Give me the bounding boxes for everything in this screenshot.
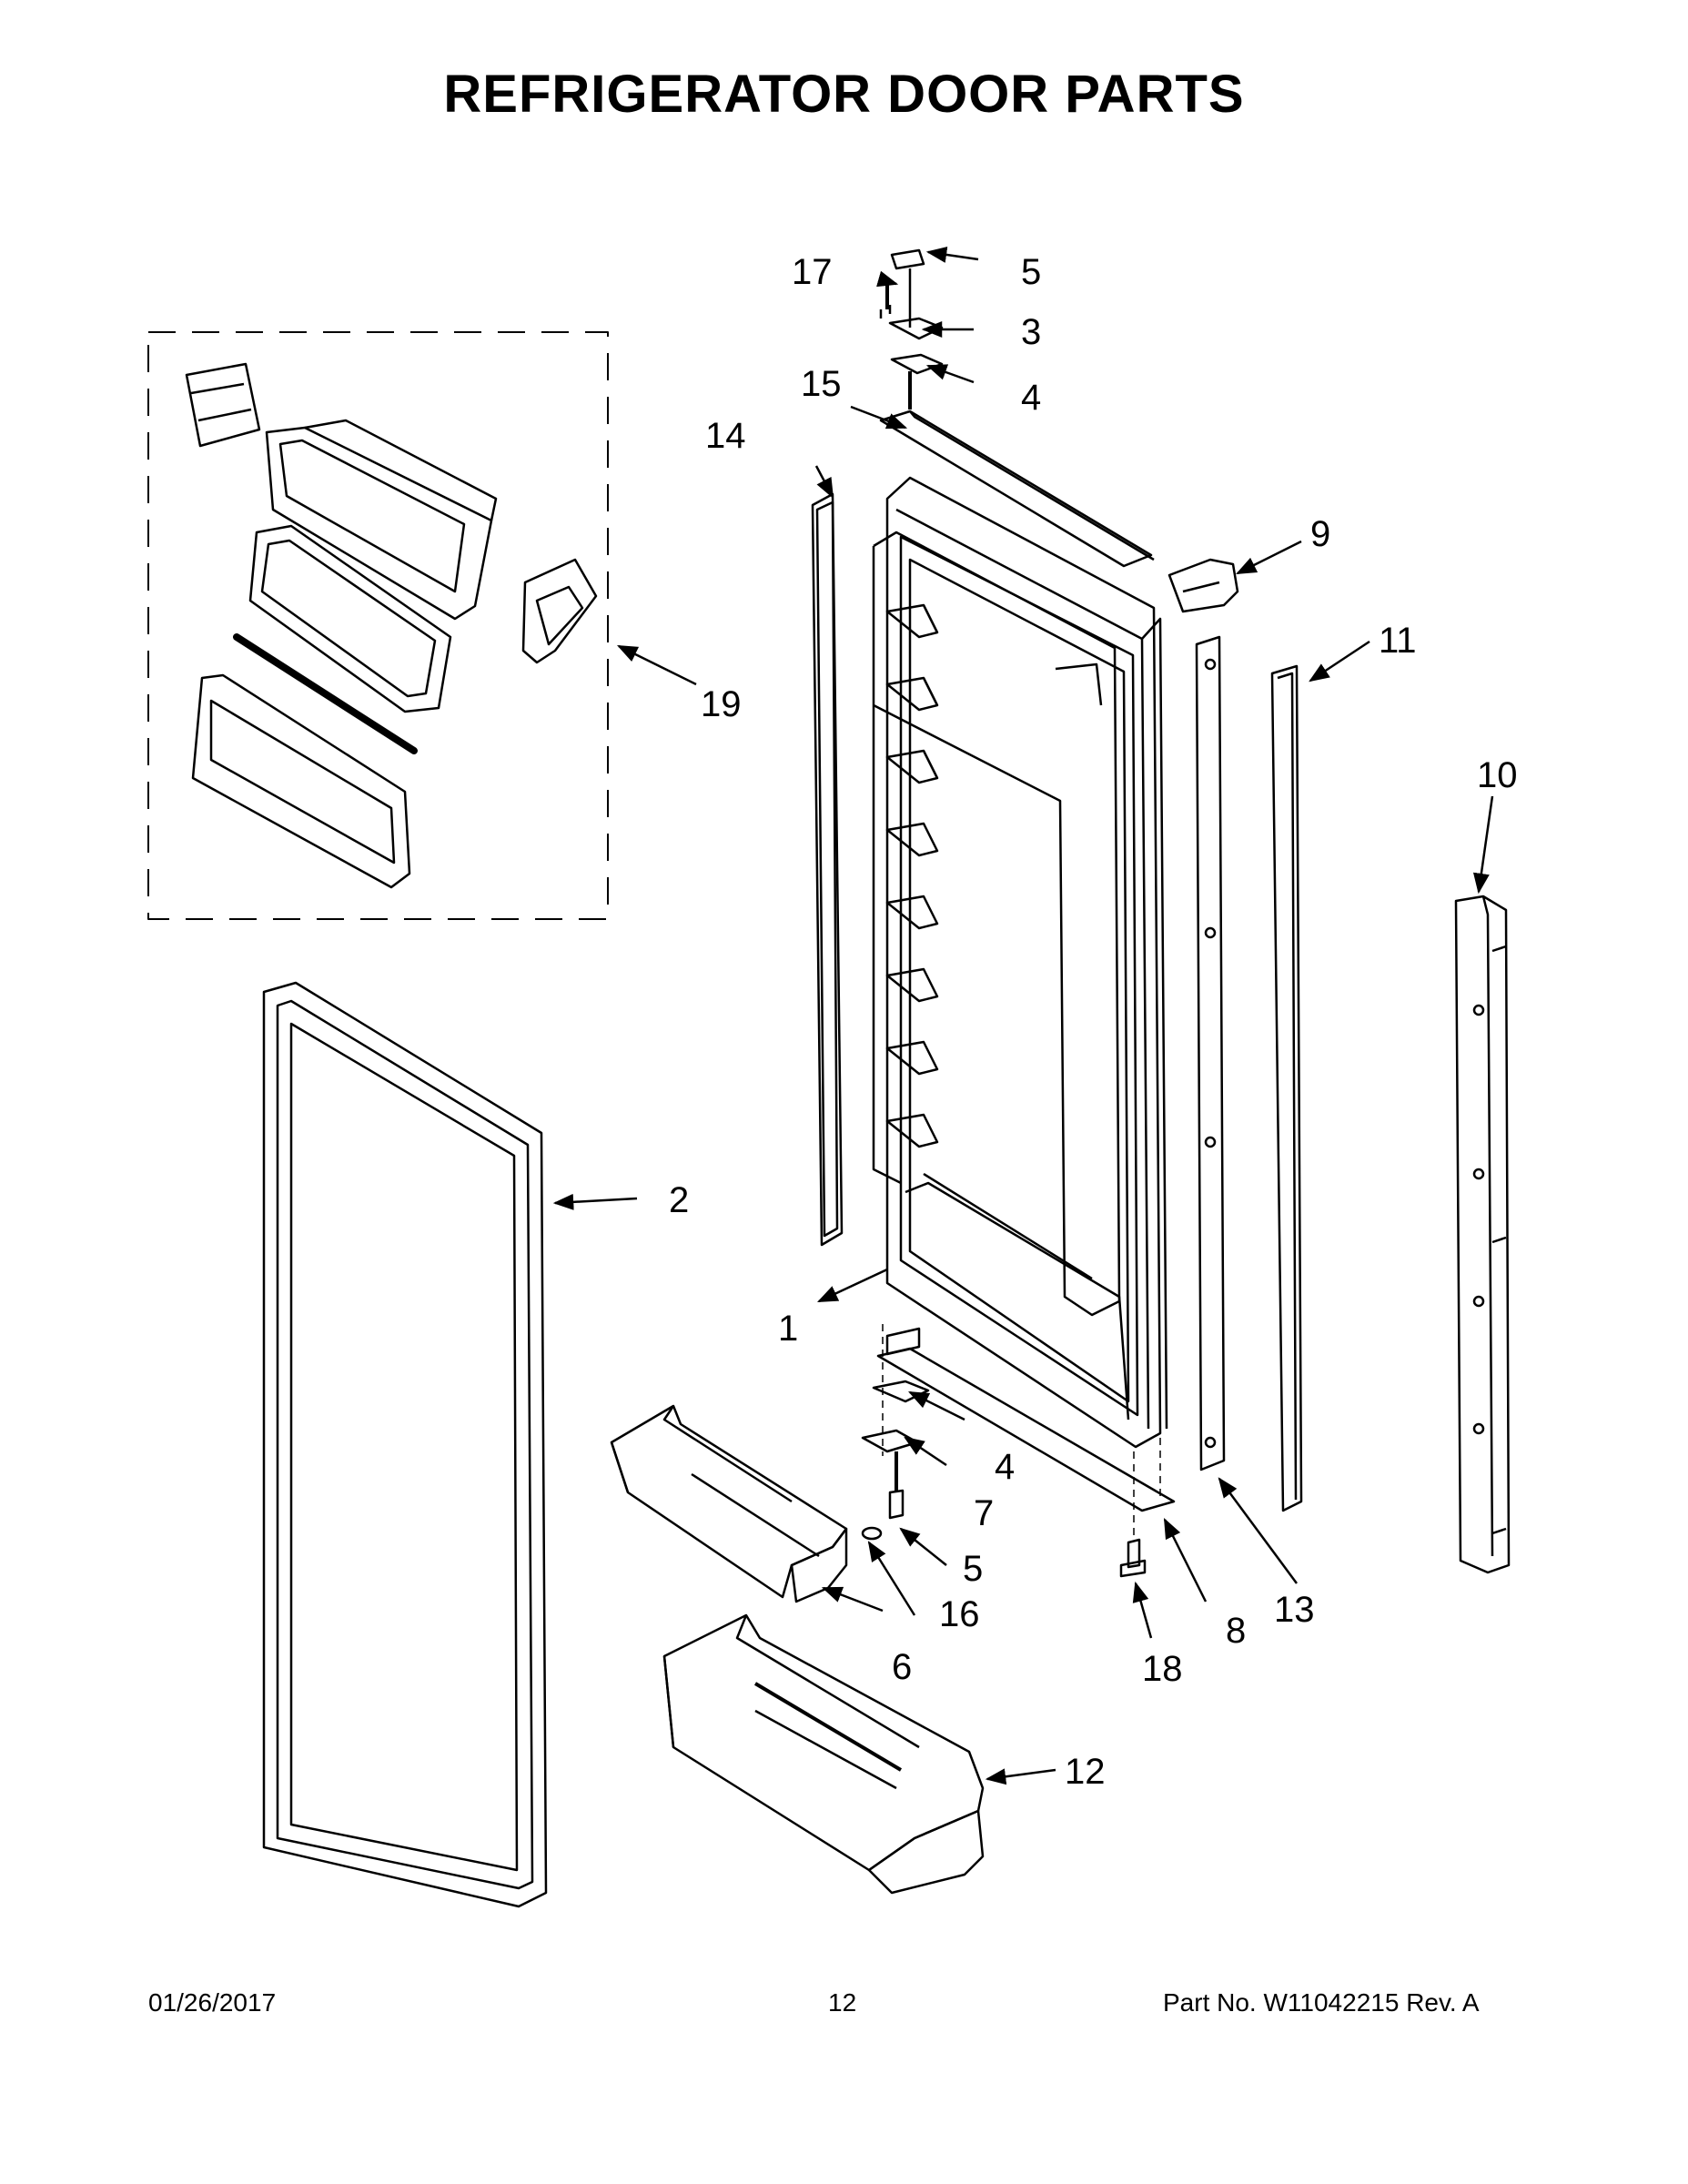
page-title: REFRIGERATOR DOOR PARTS bbox=[443, 65, 1245, 124]
callout-arrows bbox=[552, 247, 1494, 1785]
hinge-cover-9 bbox=[1167, 558, 1239, 613]
callout-17: 17 bbox=[792, 252, 833, 292]
callout-3: 3 bbox=[1021, 312, 1041, 352]
crisper-bin-assembly bbox=[185, 362, 598, 889]
callout-9: 9 bbox=[1310, 514, 1330, 554]
top-cap bbox=[879, 410, 1155, 568]
callout-2: 2 bbox=[669, 1180, 689, 1220]
callout-1: 1 bbox=[778, 1309, 798, 1349]
callout-5-upper: 5 bbox=[1021, 252, 1041, 292]
callout-4-lower: 4 bbox=[995, 1447, 1015, 1487]
assembly-19-dashed-box bbox=[147, 331, 609, 920]
callout-4-upper: 4 bbox=[1021, 378, 1041, 418]
door-liner bbox=[872, 476, 1168, 1449]
door-gasket bbox=[262, 981, 548, 1908]
callout-5-lower: 5 bbox=[963, 1549, 983, 1589]
door-bin-6 bbox=[610, 1404, 848, 1603]
door-trim-11 bbox=[1270, 664, 1303, 1512]
callout-7: 7 bbox=[974, 1493, 994, 1533]
screw-18 bbox=[1119, 1438, 1161, 1578]
callout-6: 6 bbox=[892, 1647, 912, 1687]
footer-date: 01/26/2017 bbox=[148, 1988, 277, 2017]
callout-16: 16 bbox=[939, 1594, 980, 1634]
callout-13: 13 bbox=[1274, 1590, 1315, 1630]
bottom-cap bbox=[876, 1347, 1176, 1512]
door-handle-trim-10 bbox=[1454, 895, 1511, 1574]
lower-hinge-parts bbox=[861, 1324, 930, 1541]
callout-19: 19 bbox=[701, 684, 742, 724]
door-bin-12 bbox=[662, 1613, 985, 1895]
callout-10: 10 bbox=[1477, 755, 1518, 795]
callout-11: 11 bbox=[1379, 621, 1417, 661]
callout-12: 12 bbox=[1065, 1752, 1106, 1792]
callout-18: 18 bbox=[1142, 1649, 1183, 1689]
footer-page-number: 12 bbox=[828, 1988, 857, 2017]
liner-shelf-brackets bbox=[885, 603, 939, 1148]
callout-8: 8 bbox=[1226, 1611, 1246, 1651]
door-trim-13 bbox=[1195, 635, 1226, 1471]
callout-15: 15 bbox=[801, 364, 842, 404]
footer-part-number: Part No. W11042215 Rev. A bbox=[1163, 1988, 1480, 2017]
gasket-strip-14 bbox=[811, 492, 844, 1247]
callout-14: 14 bbox=[705, 416, 746, 456]
